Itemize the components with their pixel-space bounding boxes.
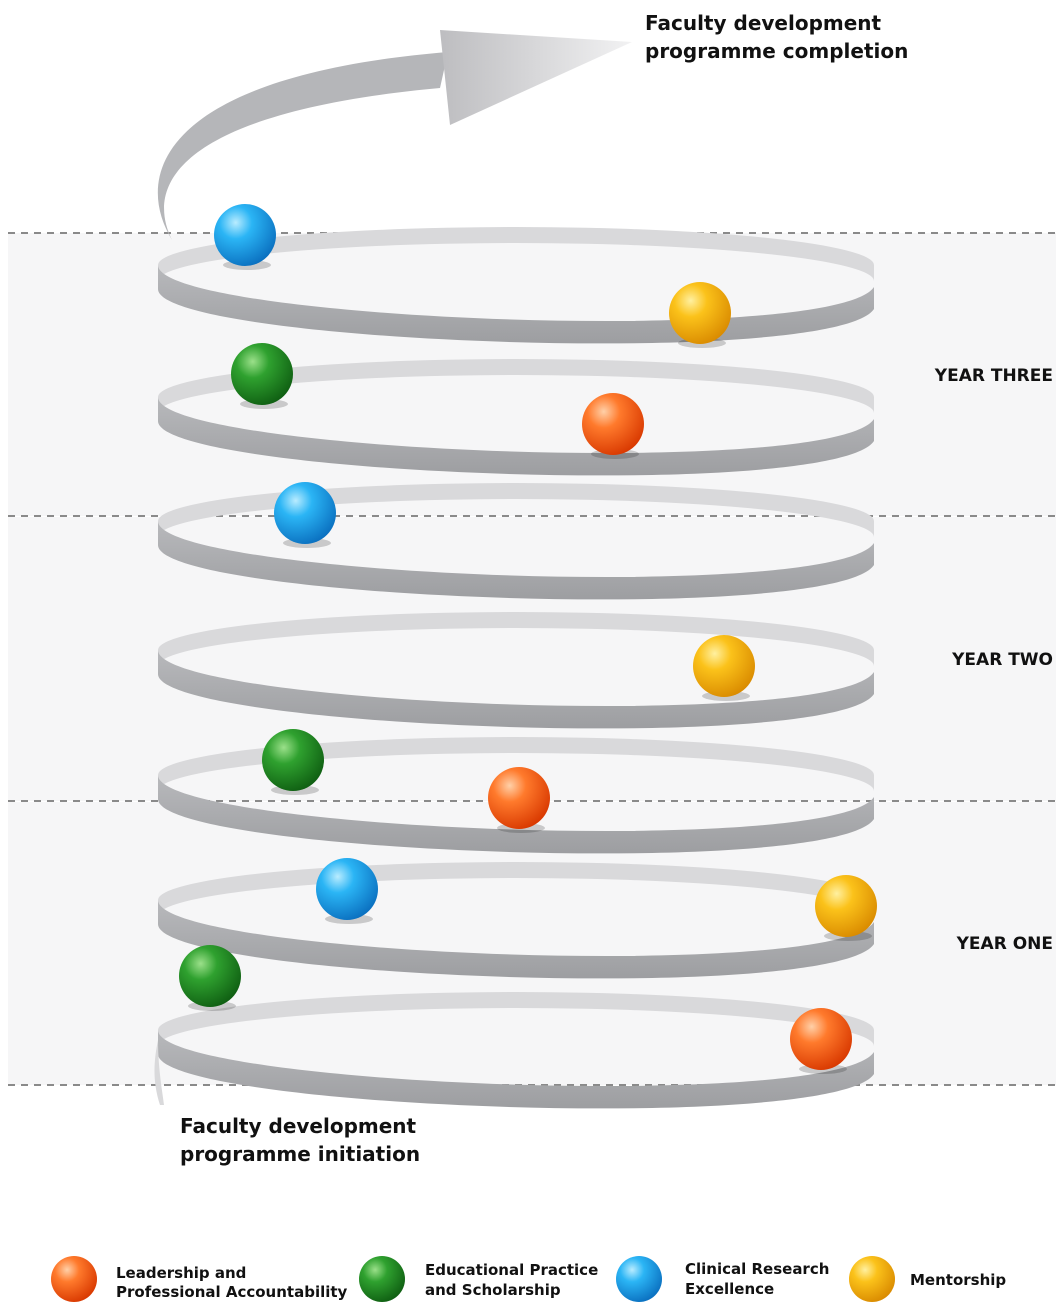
blue-sphere xyxy=(214,204,276,266)
band-year-two xyxy=(8,517,1056,801)
blue-sphere xyxy=(274,482,336,544)
legend: Leadership and Professional Accountabili… xyxy=(51,1256,1006,1302)
ribbon-front-coil xyxy=(158,397,874,476)
ribbon-front-coil xyxy=(158,650,874,729)
yellow-sphere xyxy=(669,282,731,344)
green-sphere xyxy=(231,343,293,405)
ribbon-front-coil xyxy=(158,521,874,600)
yellow-sphere xyxy=(693,635,755,697)
year-bands xyxy=(8,232,1056,1086)
green-sphere xyxy=(262,729,324,791)
completion-label-line2: programme completion xyxy=(645,39,908,63)
completion-label-line1: Faculty development xyxy=(645,11,882,35)
legend-leadership-line2: Professional Accountability xyxy=(116,1283,348,1301)
legend-item-educational-practice: Educational Practice and Scholarship xyxy=(359,1256,598,1302)
ribbon-back-coil xyxy=(158,737,874,791)
legend-item-leadership: Leadership and Professional Accountabili… xyxy=(51,1256,348,1302)
ribbon-back-coil xyxy=(158,227,874,281)
ribbon-back-coil xyxy=(158,483,874,537)
legend-clinical-line2: Excellence xyxy=(685,1280,774,1298)
legend-educational-line1: Educational Practice xyxy=(425,1261,598,1279)
legend-mentorship-line1: Mentorship xyxy=(910,1271,1006,1289)
year-two-label: YEAR TWO xyxy=(951,650,1053,670)
yellow-sphere xyxy=(815,875,877,937)
orange-sphere xyxy=(790,1008,852,1070)
ribbon-back-coil xyxy=(158,612,874,666)
blue-sphere xyxy=(316,858,378,920)
legend-clinical-line1: Clinical Research xyxy=(685,1260,829,1278)
legend-educational-line2: and Scholarship xyxy=(425,1281,561,1299)
legend-orange-sphere xyxy=(51,1256,97,1302)
legend-item-clinical-research: Clinical Research Excellence xyxy=(616,1256,829,1302)
initiation-label-line2: programme initiation xyxy=(180,1142,420,1166)
orange-sphere xyxy=(582,393,644,455)
legend-leadership-line1: Leadership and xyxy=(116,1264,246,1282)
ribbon-front-coil xyxy=(158,775,874,854)
arrow-hook xyxy=(157,52,448,240)
ribbon-back-coil xyxy=(158,359,874,413)
legend-yellow-sphere xyxy=(849,1256,895,1302)
milestone-spheres xyxy=(179,204,877,1074)
year-one-label: YEAR ONE xyxy=(956,934,1053,954)
orange-sphere xyxy=(488,767,550,829)
legend-blue-sphere xyxy=(616,1256,662,1302)
arrow-head xyxy=(440,30,632,125)
ribbon-back-coil xyxy=(158,992,874,1046)
initiation-label-line1: Faculty development xyxy=(180,1114,417,1138)
completion-arrow xyxy=(157,30,632,240)
legend-green-sphere xyxy=(359,1256,405,1302)
green-sphere xyxy=(179,945,241,1007)
ribbon-tail xyxy=(154,1040,164,1105)
legend-item-mentorship: Mentorship xyxy=(849,1256,1006,1302)
ribbon-front-coil xyxy=(158,1030,874,1109)
year-three-label: YEAR THREE xyxy=(934,366,1053,386)
ribbon-front-coil xyxy=(158,900,874,979)
